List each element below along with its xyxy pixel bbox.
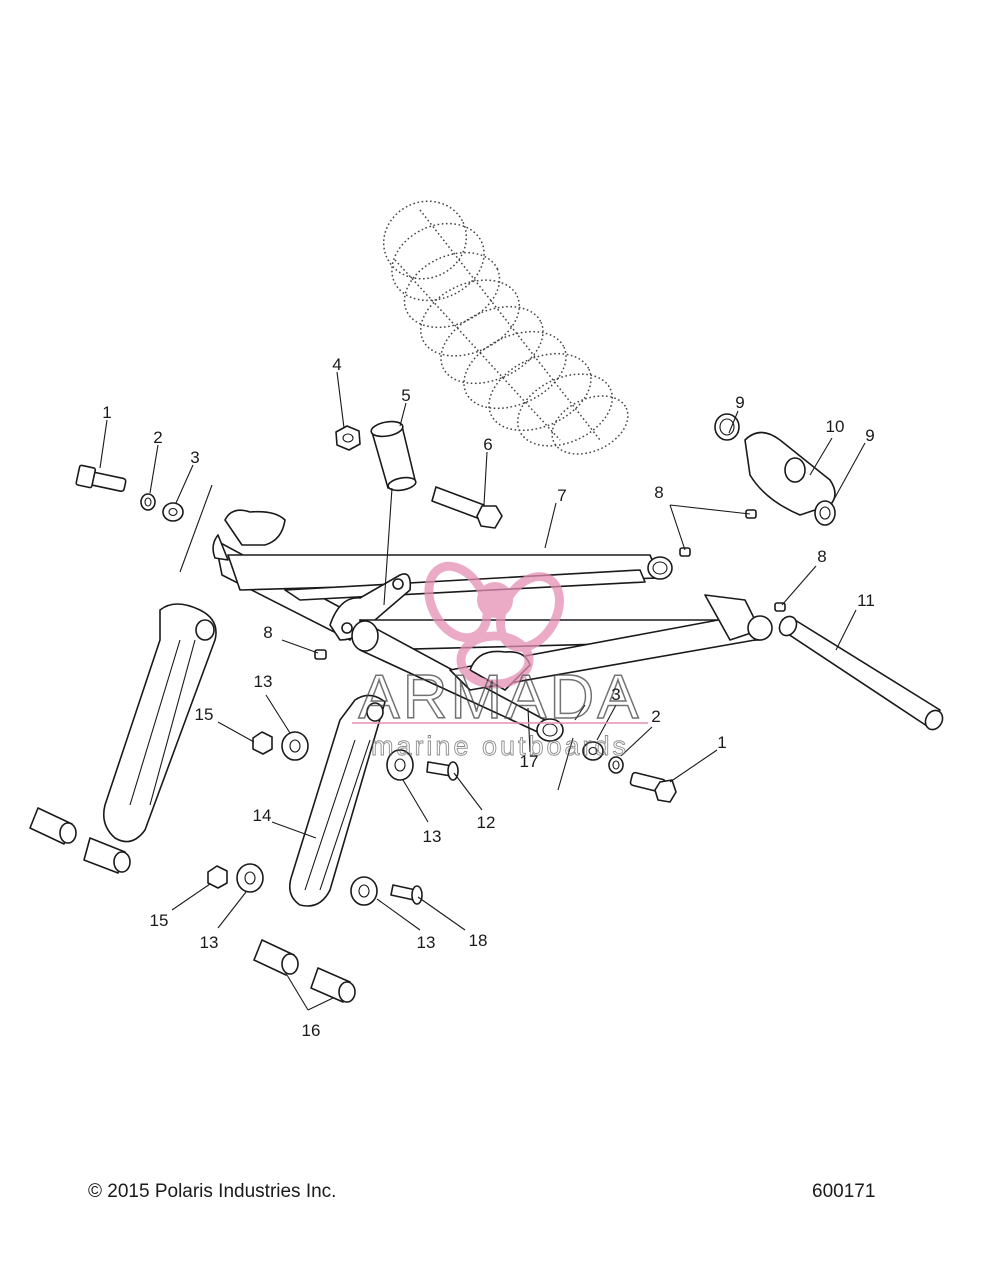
spacer-part-5 xyxy=(370,420,417,492)
bushing-part-16-b xyxy=(310,967,356,1003)
callout-3-left: 3 xyxy=(190,448,199,467)
upper-arm-part-7 xyxy=(212,509,673,641)
callout-11: 11 xyxy=(857,591,875,610)
nut-part-15-upper xyxy=(252,731,273,755)
link-arm-part-14 xyxy=(289,694,386,907)
callout-17: 17 xyxy=(520,752,539,771)
washer-part-13-b xyxy=(386,749,414,781)
callout-10: 10 xyxy=(826,417,845,436)
callout-13-c: 13 xyxy=(200,933,219,952)
nut-part-4 xyxy=(335,425,361,451)
washer-part-13-d xyxy=(350,876,378,906)
callout-13-a: 13 xyxy=(254,672,273,691)
bolt-part-6 xyxy=(431,486,503,529)
callout-4: 4 xyxy=(332,355,341,374)
flat-washer-part-3-left xyxy=(162,502,184,522)
callout-8-upper: 8 xyxy=(654,483,663,502)
pin-part-18 xyxy=(390,884,423,905)
bushing-left-2 xyxy=(83,837,131,874)
bolt-part-1-left xyxy=(75,464,127,493)
washer-part-9-lower xyxy=(814,500,836,526)
callout-8-left: 8 xyxy=(263,623,272,642)
callout-15-upper: 15 xyxy=(195,705,214,724)
callout-6: 6 xyxy=(483,435,492,454)
grease-fitting-part-8-right xyxy=(774,602,786,612)
grease-fitting-part-8-left xyxy=(314,649,327,660)
spring-assembly-phantom xyxy=(382,200,629,455)
armada-watermark: ARMADA marine outboards xyxy=(352,561,648,761)
callout-9-lower: 9 xyxy=(865,426,874,445)
lock-washer-part-2-left xyxy=(140,493,156,511)
watermark-brand: ARMADA xyxy=(358,663,641,732)
callout-7: 7 xyxy=(557,486,566,505)
pin-part-12 xyxy=(426,761,459,781)
nut-part-15-lower xyxy=(207,865,228,889)
link-arm-left xyxy=(102,603,217,843)
callout-13-b: 13 xyxy=(423,827,442,846)
bushing-left-1 xyxy=(29,807,77,845)
callout-18: 18 xyxy=(469,931,488,950)
callout-16: 16 xyxy=(302,1021,321,1040)
callout-1-left: 1 xyxy=(102,403,111,422)
washer-part-13-c xyxy=(236,863,264,893)
callout-8-right: 8 xyxy=(817,547,826,566)
bushing-part-16-a xyxy=(253,939,299,976)
callout-9-upper: 9 xyxy=(735,393,744,412)
lock-washer-part-2-right xyxy=(608,756,624,774)
callout-12: 12 xyxy=(477,813,496,832)
callout-1-right: 1 xyxy=(717,733,726,752)
watermark-subtitle: marine outboards xyxy=(371,731,629,761)
callout-2-left: 2 xyxy=(153,428,162,447)
drawing-number: 600171 xyxy=(812,1181,876,1202)
shaft-part-11 xyxy=(778,615,944,731)
callout-2-right: 2 xyxy=(651,707,660,726)
propeller-logo-icon xyxy=(424,561,564,689)
flat-washer-part-3-right xyxy=(582,741,604,761)
pivot-block-part-10 xyxy=(744,431,836,516)
callout-15-lower: 15 xyxy=(150,911,169,930)
callout-13-d: 13 xyxy=(417,933,436,952)
bolt-part-1-right xyxy=(629,771,677,803)
callout-labels: 1 2 3 4 5 6 7 8 9 10 9 8 11 8 13 15 3 2 … xyxy=(102,355,875,1040)
callout-3-right: 3 xyxy=(611,685,620,704)
washer-part-13-a xyxy=(281,731,309,761)
leader-lines xyxy=(99,371,866,1011)
grease-fitting-part-8-mid xyxy=(679,547,691,557)
washer-part-9-upper xyxy=(714,413,740,441)
callout-14: 14 xyxy=(253,806,272,825)
callout-5: 5 xyxy=(401,386,410,405)
copyright-notice: © 2015 Polaris Industries Inc. xyxy=(88,1181,337,1202)
